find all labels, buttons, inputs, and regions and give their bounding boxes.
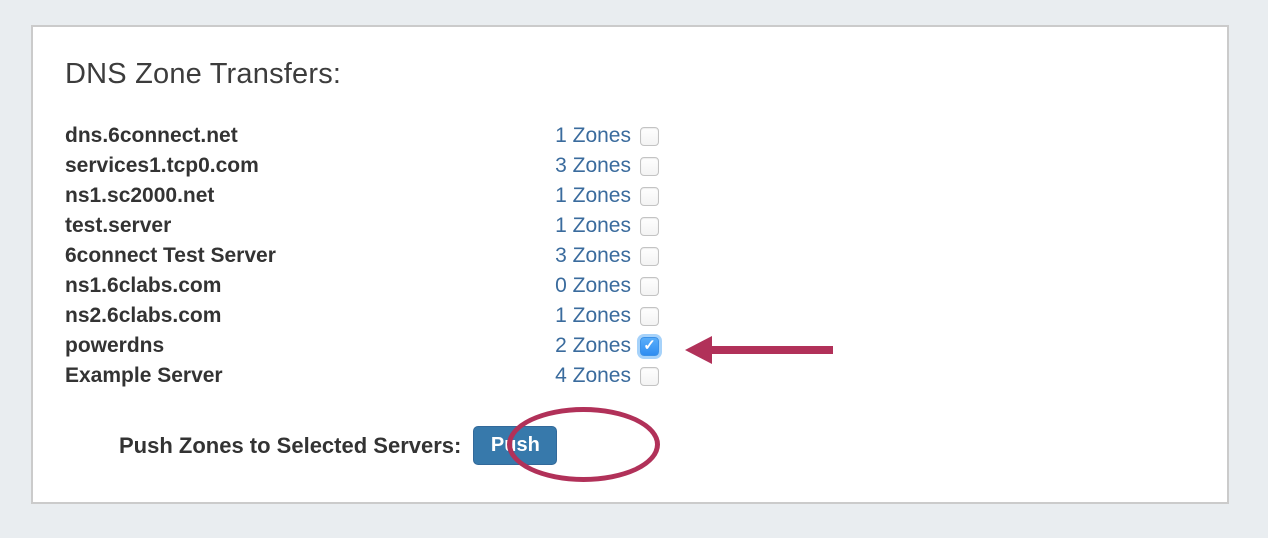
push-button[interactable]: Push xyxy=(473,426,558,465)
server-list: dns.6connect.net 1 Zones services1.tcp0.… xyxy=(65,121,659,391)
server-name: ns1.6clabs.com xyxy=(65,274,222,297)
annotation-arrow-icon xyxy=(685,336,833,364)
zones-link[interactable]: 3 Zones xyxy=(555,244,631,267)
server-checkbox[interactable] xyxy=(640,306,659,326)
zones-link[interactable]: 1 Zones xyxy=(555,304,631,327)
server-checkbox[interactable] xyxy=(640,366,659,386)
server-row: ns1.6clabs.com 0 Zones xyxy=(65,271,659,301)
server-checkbox[interactable] xyxy=(640,126,659,146)
server-name: 6connect Test Server xyxy=(65,244,276,267)
server-row: Example Server 4 Zones xyxy=(65,361,659,391)
server-row: services1.tcp0.com 3 Zones xyxy=(65,151,659,181)
server-name: test.server xyxy=(65,214,172,237)
arrow-tail xyxy=(709,346,833,354)
server-row: dns.6connect.net 1 Zones xyxy=(65,121,659,151)
zones-link[interactable]: 1 Zones xyxy=(555,184,631,207)
zones-link[interactable]: 1 Zones xyxy=(555,214,631,237)
push-zones-row: Push Zones to Selected Servers: Push xyxy=(119,426,1227,465)
server-name: dns.6connect.net xyxy=(65,124,238,147)
server-name: Example Server xyxy=(65,364,223,387)
server-checkbox[interactable] xyxy=(640,156,659,176)
zones-link[interactable]: 1 Zones xyxy=(555,124,631,147)
zones-link[interactable]: 3 Zones xyxy=(555,154,631,177)
zones-link[interactable]: 0 Zones xyxy=(555,274,631,297)
push-zones-label: Push Zones to Selected Servers: xyxy=(119,432,462,458)
zones-link[interactable]: 2 Zones xyxy=(555,334,631,357)
dns-zone-transfers-panel: DNS Zone Transfers: dns.6connect.net 1 Z… xyxy=(31,25,1229,504)
arrow-head-icon xyxy=(685,336,712,364)
zones-link[interactable]: 4 Zones xyxy=(555,364,631,387)
server-name: ns2.6clabs.com xyxy=(65,304,222,327)
server-row: ns1.sc2000.net 1 Zones xyxy=(65,181,659,211)
server-row: test.server 1 Zones xyxy=(65,211,659,241)
server-name: powerdns xyxy=(65,334,165,357)
server-checkbox[interactable]: ✓ xyxy=(640,336,659,356)
server-name: services1.tcp0.com xyxy=(65,154,259,177)
server-checkbox[interactable] xyxy=(640,186,659,206)
server-row: powerdns 2 Zones ✓ xyxy=(65,331,659,361)
server-name: ns1.sc2000.net xyxy=(65,184,215,207)
page-title: DNS Zone Transfers: xyxy=(65,58,342,90)
server-checkbox[interactable] xyxy=(640,276,659,296)
server-row: ns2.6clabs.com 1 Zones xyxy=(65,301,659,331)
server-checkbox[interactable] xyxy=(640,216,659,236)
checkmark-icon: ✓ xyxy=(643,336,656,354)
server-row: 6connect Test Server 3 Zones xyxy=(65,241,659,271)
server-checkbox[interactable] xyxy=(640,246,659,266)
